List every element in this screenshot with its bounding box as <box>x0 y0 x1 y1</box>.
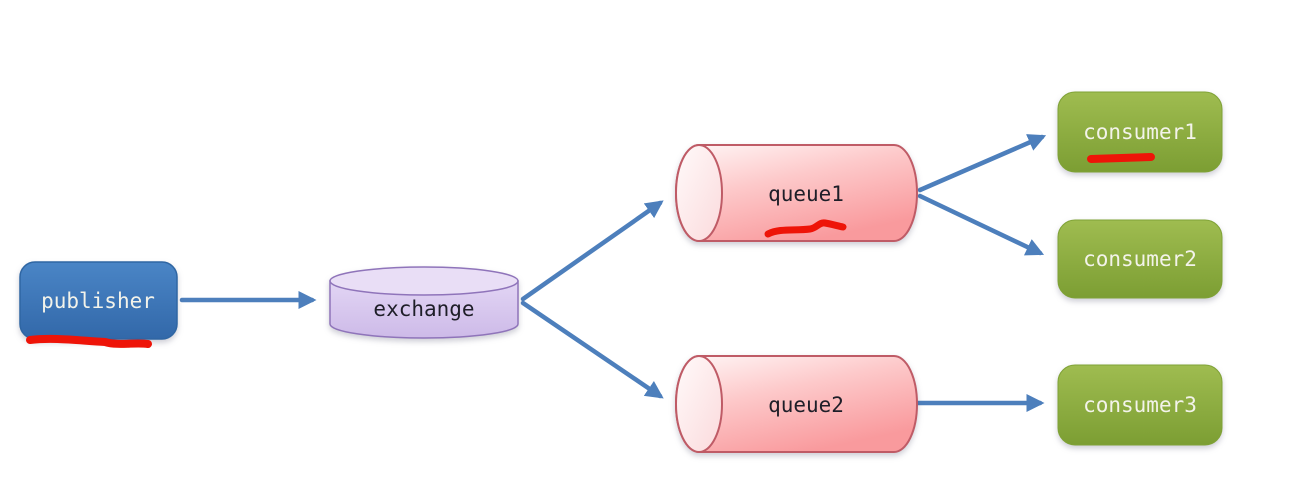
publisher-label: publisher <box>41 289 155 313</box>
consumer2-label: consumer2 <box>1083 247 1197 271</box>
consumer1-box <box>1057 91 1223 173</box>
consumer2-box <box>1057 219 1223 299</box>
node-consumer1: consumer1 <box>1057 91 1223 173</box>
node-exchange: exchange <box>329 266 519 339</box>
node-queue1: queue1 <box>675 144 918 242</box>
node-consumer3: consumer3 <box>1057 364 1223 446</box>
publisher-red-underline <box>26 334 152 348</box>
edge-queue1-consumer1 <box>917 134 1047 193</box>
edge-arrows <box>179 134 1047 412</box>
node-queue2: queue2 <box>675 355 918 453</box>
queue2-label: queue2 <box>768 393 844 417</box>
exchange-label: exchange <box>373 297 474 321</box>
node-consumer2: consumer2 <box>1057 219 1223 299</box>
queue1-label: queue1 <box>768 182 844 206</box>
consumer1-red-underline <box>1087 153 1155 163</box>
queue1-red-squiggle <box>764 219 847 238</box>
consumer3-box <box>1057 364 1223 446</box>
node-publisher: publisher <box>19 261 178 340</box>
exchange-cylinder-top <box>329 266 519 296</box>
edge-exchange-queue2 <box>520 300 664 399</box>
consumer3-label: consumer3 <box>1083 393 1197 417</box>
exchange-cylinder-body <box>329 280 519 339</box>
queue1-cylinder-end <box>675 144 723 242</box>
edge-queue1-consumer2 <box>917 193 1045 256</box>
red-annotations <box>26 153 1155 348</box>
consumer1-label: consumer1 <box>1083 120 1197 144</box>
queue2-cylinder-end <box>675 355 723 453</box>
edge-exchange-queue1 <box>520 200 664 302</box>
